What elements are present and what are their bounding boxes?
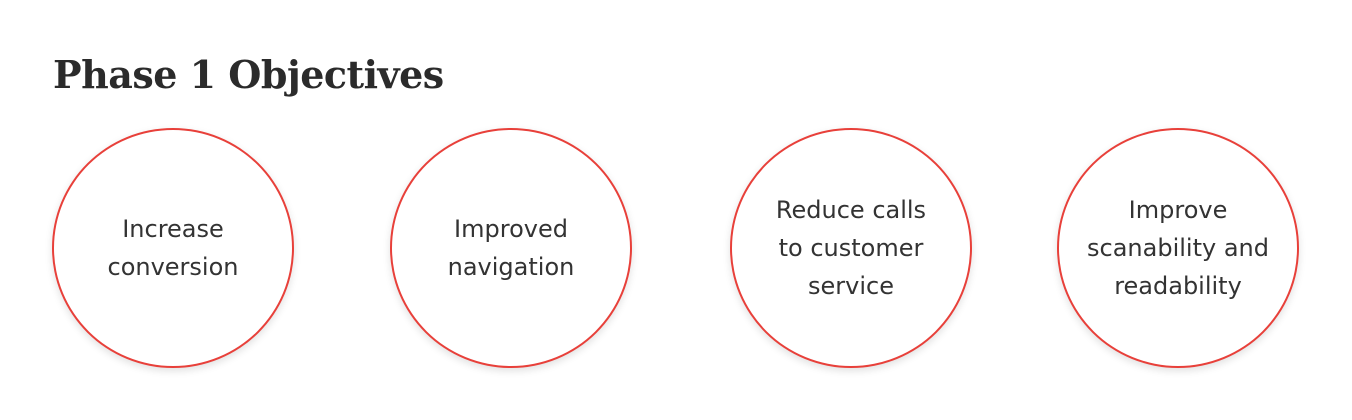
objective-circle-improve-scanability: Improve scanability and readability: [1057, 128, 1299, 368]
objective-label: Improve scanability and readability: [1087, 196, 1269, 300]
page-title: Phase 1 Objectives: [53, 52, 444, 97]
objective-label: Improved navigation: [447, 215, 575, 281]
objective-circle-reduce-calls: Reduce calls to customer service: [730, 128, 972, 368]
objective-circle-increase-conversion: Increase conversion: [52, 128, 294, 368]
objective-circle-improved-navigation: Improved navigation: [390, 128, 632, 368]
objective-label: Reduce calls to customer service: [775, 196, 927, 300]
objective-label: Increase conversion: [107, 215, 239, 281]
